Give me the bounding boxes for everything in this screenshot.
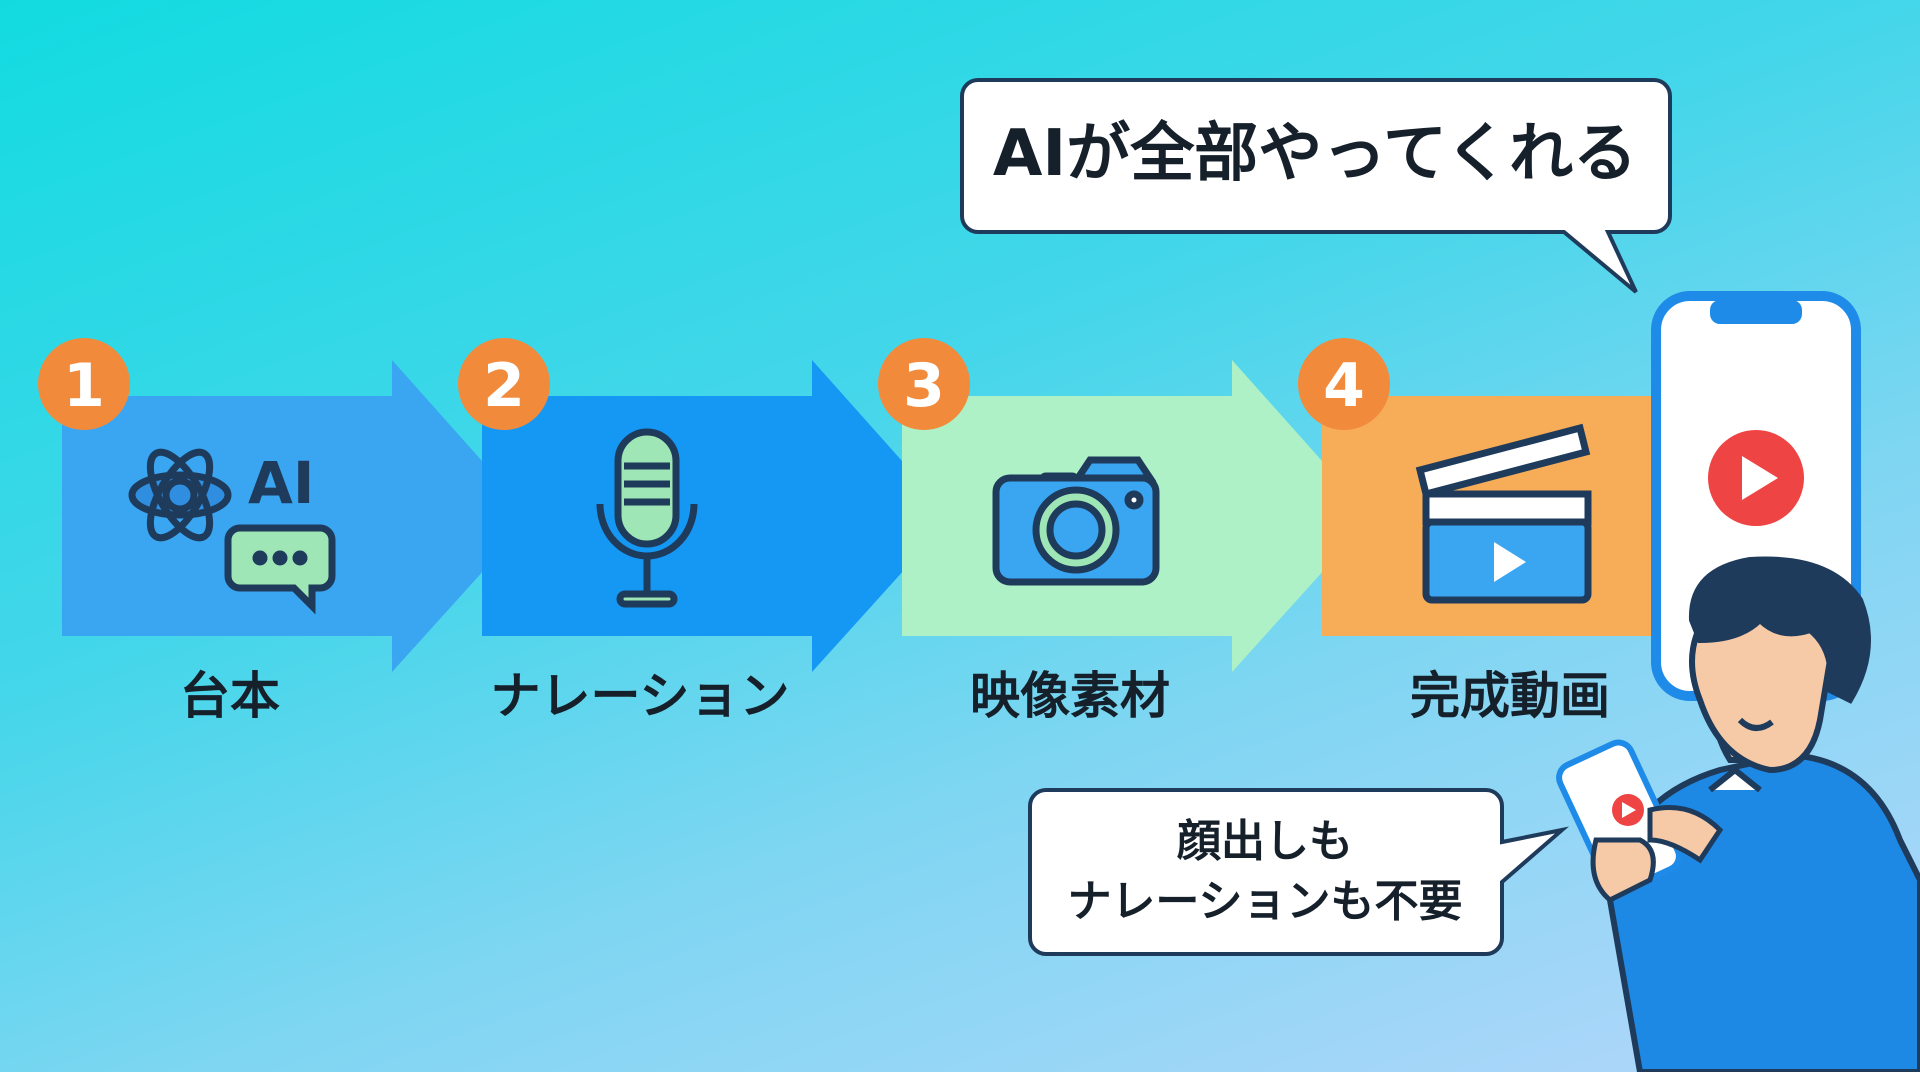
step-3-number: 3 <box>903 351 945 421</box>
speech-bubble-bottom-text: 顔出しも ナレーションも不要 <box>1030 790 1500 956</box>
speech-bubble-bottom <box>1028 788 1570 956</box>
step-2-arrow <box>482 360 952 672</box>
step-4-badge: 4 <box>1298 338 1390 430</box>
ai-chat-icon: AI <box>128 448 336 615</box>
microphone-icon <box>596 428 698 608</box>
small-phone <box>1556 739 1724 903</box>
camera-icon <box>992 456 1160 586</box>
step-1-number: 1 <box>63 351 105 421</box>
step-3-badge: 3 <box>878 338 970 430</box>
step-4-number: 4 <box>1323 351 1365 421</box>
clapperboard-icon <box>1415 423 1592 604</box>
step-3-label: 映像素材 <box>970 667 1170 725</box>
step-1-label: 台本 <box>180 667 280 725</box>
step-2-label: ナレーション <box>490 667 790 725</box>
ai-text: AI <box>248 449 314 517</box>
speech-bubble-bottom-line2: ナレーションも不要 <box>1067 876 1463 927</box>
speech-bubble-top <box>960 78 1672 294</box>
speech-bubble-top-text: AIが全部やってくれる <box>992 117 1638 191</box>
step-4-label: 完成動画 <box>1410 667 1610 725</box>
step-1-badge: 1 <box>38 338 130 430</box>
step-1-arrow <box>62 360 532 672</box>
step-2-badge: 2 <box>458 338 550 430</box>
step-2-number: 2 <box>483 351 525 421</box>
speech-bubble-bottom-line1: 顔出しも <box>1177 816 1353 867</box>
